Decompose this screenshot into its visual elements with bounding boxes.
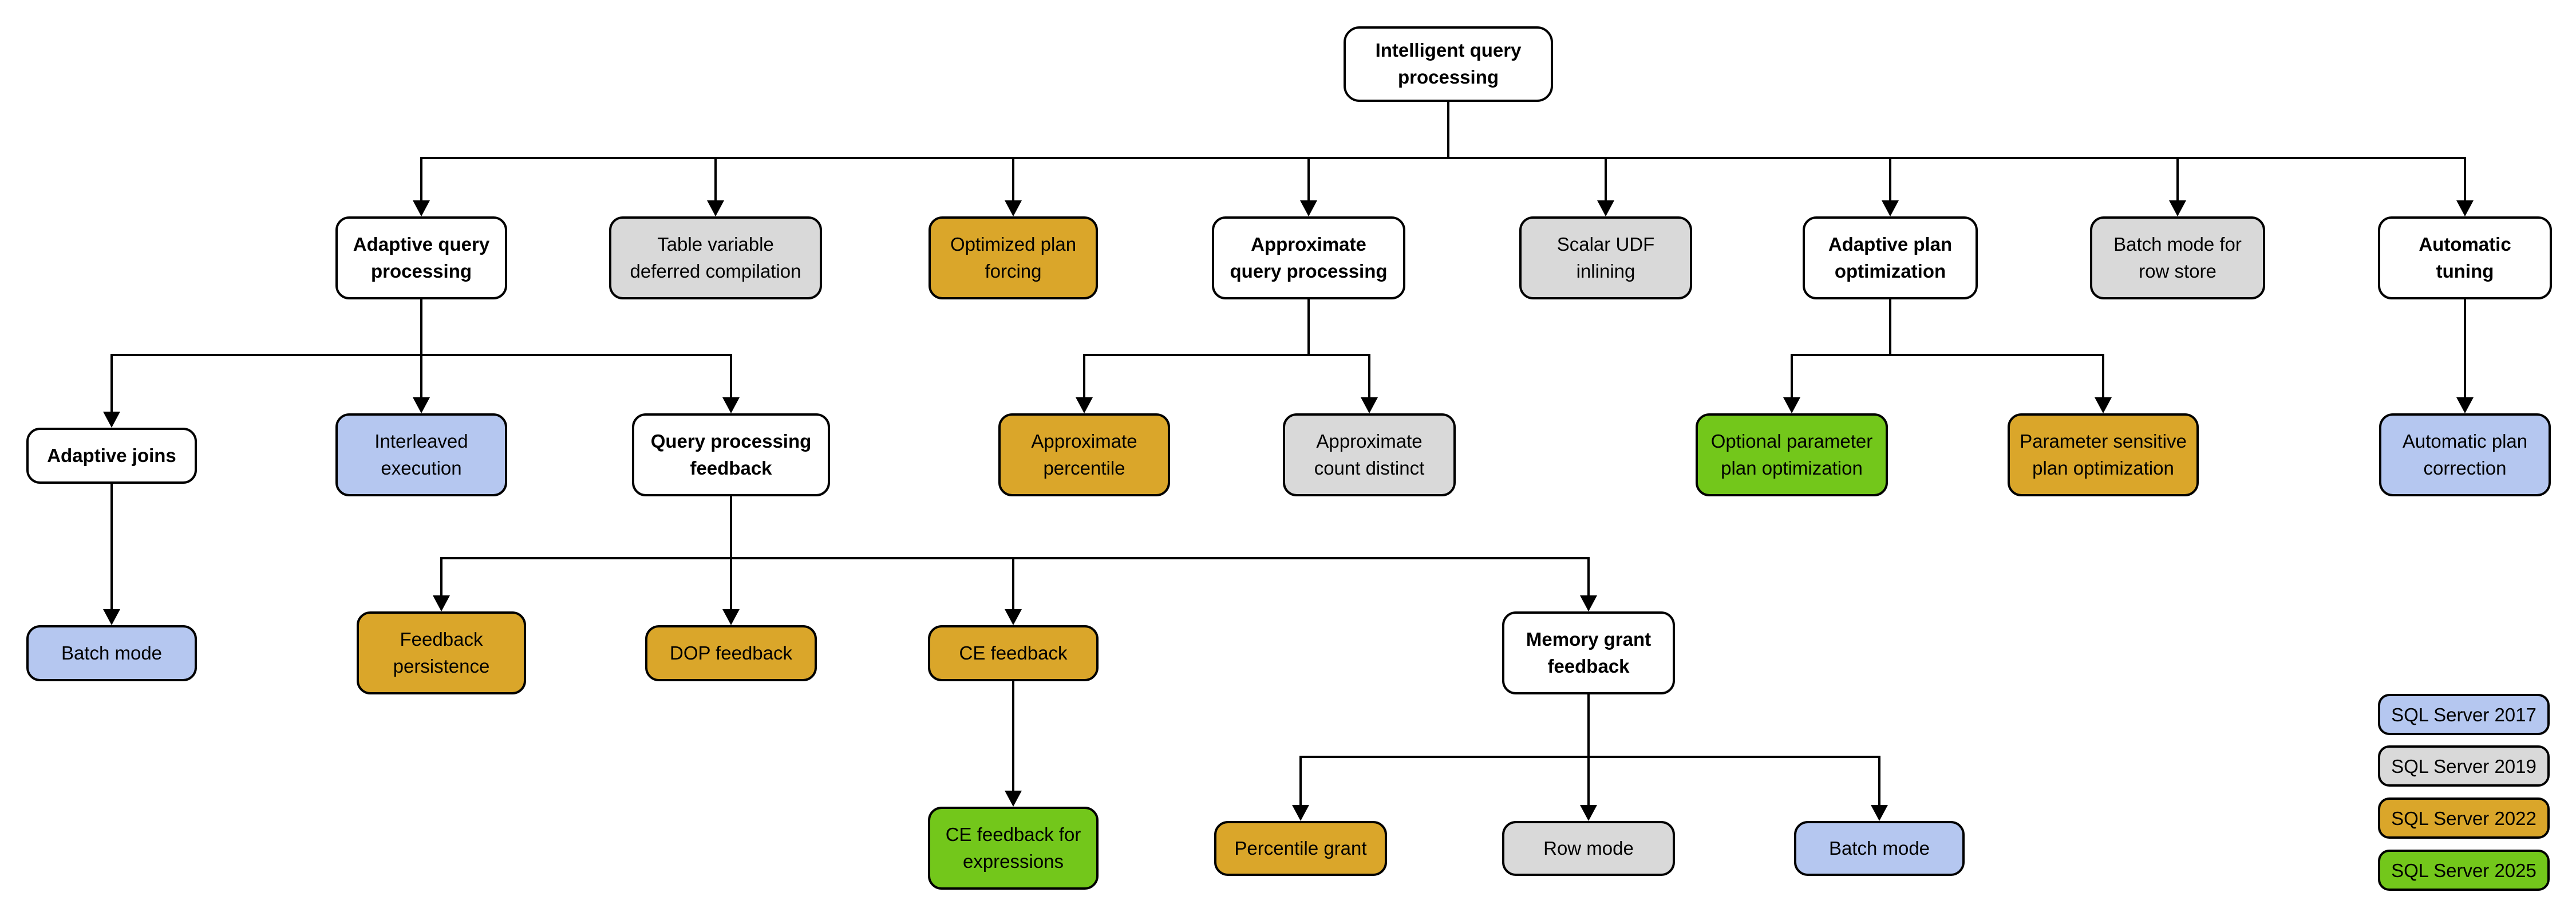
arrowhead-into-memory-grant-feedback [1580, 595, 1597, 611]
node-query-processing-feedback: Query processing feedback [632, 413, 830, 496]
node-ce-feedback-for-expressions: CE feedback for expressions [928, 807, 1099, 890]
node-scalar-udf-inlining: Scalar UDF inlining [1519, 216, 1692, 299]
connector-to-feedback-persistence [440, 558, 442, 600]
connector-to-adaptive-plan-optimization [1889, 158, 1891, 205]
node-memory-grant-batch-mode: Batch mode [1794, 821, 1965, 876]
node-batch-mode-for-row-store: Batch mode for row store [2090, 216, 2265, 299]
connector-bus-query-processing-feedback [440, 557, 1590, 559]
connector-to-approximate-query-processing [1307, 158, 1310, 205]
node-approximate-query-processing: Approximate query processing [1212, 216, 1405, 299]
node-optimized-plan-forcing: Optimized plan forcing [929, 216, 1098, 299]
node-feedback-persistence: Feedback persistence [357, 611, 526, 694]
connector-to-approximate-percentile [1083, 355, 1085, 402]
legend-sql-server-2025: SQL Server 2025 [2378, 850, 2550, 891]
arrowhead-into-approximate-query-processing [1300, 200, 1317, 216]
arrowhead-into-adaptive-joins [103, 412, 120, 428]
connector-to-interleaved-execution [420, 355, 422, 402]
connector-from-adaptive-query-processing [420, 299, 422, 356]
node-table-variable-deferred-compilation: Table variable deferred compilation [609, 216, 822, 299]
node-adaptive-joins-batch-mode: Batch mode [26, 625, 197, 681]
node-intelligent-query-processing: Intelligent query processing [1344, 26, 1553, 102]
node-automatic-tuning: Automatic tuning [2378, 216, 2552, 299]
connector-from-approximate-query-processing [1307, 299, 1310, 356]
node-percentile-grant: Percentile grant [1214, 821, 1387, 876]
node-optional-parameter-plan-optimization: Optional parameter plan optimization [1696, 413, 1888, 496]
connector-to-memory-grant-batch-mode [1878, 757, 1880, 810]
arrowhead-into-optional-parameter-plan-optimization [1783, 397, 1800, 413]
connector-to-ce-feedback-for-expressions [1012, 744, 1014, 795]
connector-bus-adaptive-plan-optimization [1791, 354, 2104, 356]
node-memory-grant-feedback: Memory grant feedback [1502, 611, 1675, 694]
legend-sql-server-2017: SQL Server 2017 [2378, 694, 2550, 735]
arrowhead-into-ce-feedback-for-expressions [1005, 791, 1022, 807]
node-interleaved-execution: Interleaved execution [335, 413, 507, 496]
node-approximate-count-distinct: Approximate count distinct [1283, 413, 1456, 496]
arrowhead-into-parameter-sensitive-plan-optimization [2095, 397, 2112, 413]
connector-to-automatic-plan-correction [2464, 355, 2466, 402]
connector-to-automatic-tuning [2464, 158, 2466, 205]
node-automatic-plan-correction: Automatic plan correction [2379, 413, 2551, 496]
arrowhead-into-batch-mode-for-row-store [2169, 200, 2186, 216]
node-parameter-sensitive-plan-optimization: Parameter sensitive plan optimization [2008, 413, 2199, 496]
connector-to-dop-feedback [730, 558, 732, 614]
connector-bus-approximate-query-processing [1083, 354, 1370, 356]
node-adaptive-joins: Adaptive joins [26, 428, 197, 484]
connector-bus-memory-grant-feedback [1299, 756, 1880, 758]
node-adaptive-query-processing: Adaptive query processing [335, 216, 507, 299]
connector-from-automatic-tuning [2464, 299, 2466, 356]
arrowhead-into-dop-feedback [722, 609, 740, 625]
arrowhead-into-automatic-plan-correction [2456, 397, 2474, 413]
arrowhead-into-scalar-udf-inlining [1597, 200, 1614, 216]
connector-from-adaptive-plan-optimization [1889, 299, 1891, 356]
arrowhead-into-percentile-grant [1292, 805, 1309, 821]
connector-to-query-processing-feedback [730, 355, 732, 402]
connector-to-scalar-udf-inlining [1605, 158, 1607, 205]
connector-to-batch-mode-for-row-store [2176, 158, 2179, 205]
arrowhead-into-approximate-count-distinct [1361, 397, 1378, 413]
connector-to-optional-parameter-plan-optimization [1791, 355, 1793, 402]
connector-to-ce-feedback [1012, 558, 1014, 614]
connector-to-approximate-count-distinct [1368, 355, 1370, 402]
connector-to-parameter-sensitive-plan-optimization [2102, 355, 2104, 402]
connector-to-table-variable-deferred-compilation [714, 158, 717, 205]
legend-sql-server-2022: SQL Server 2022 [2378, 797, 2550, 839]
arrowhead-into-automatic-tuning [2456, 200, 2474, 216]
arrowhead-into-ce-feedback [1005, 609, 1022, 625]
connector-from-memory-grant-feedback [1587, 694, 1590, 758]
arrowhead-into-feedback-persistence [433, 595, 450, 611]
connector-to-optimized-plan-forcing [1012, 158, 1014, 205]
arrowhead-into-adaptive-query-processing [413, 200, 430, 216]
arrowhead-into-row-mode [1580, 805, 1597, 821]
arrowhead-into-adaptive-joins-batch-mode [103, 609, 120, 625]
arrowhead-into-approximate-percentile [1076, 397, 1093, 413]
connector-to-percentile-grant [1299, 757, 1302, 810]
connector-from-query-processing-feedback [730, 496, 732, 559]
arrowhead-into-memory-grant-batch-mode [1871, 805, 1888, 821]
connector-to-adaptive-joins-batch-mode [110, 550, 113, 614]
connector-from-adaptive-joins [110, 484, 113, 551]
node-ce-feedback: CE feedback [928, 625, 1099, 681]
connector-to-adaptive-joins [110, 355, 113, 416]
connector-bus-intelligent-query-processing [420, 157, 2466, 159]
node-approximate-percentile: Approximate percentile [998, 413, 1170, 496]
arrowhead-into-table-variable-deferred-compilation [707, 200, 724, 216]
connector-from-ce-feedback [1012, 681, 1014, 745]
arrowhead-into-optimized-plan-forcing [1005, 200, 1022, 216]
connector-from-intelligent-query-processing [1447, 102, 1449, 159]
node-adaptive-plan-optimization: Adaptive plan optimization [1803, 216, 1978, 299]
node-row-mode: Row mode [1502, 821, 1675, 876]
legend-sql-server-2019: SQL Server 2019 [2378, 745, 2550, 787]
arrowhead-into-query-processing-feedback [722, 397, 740, 413]
connector-to-row-mode [1587, 757, 1590, 810]
node-dop-feedback: DOP feedback [645, 625, 817, 681]
connector-to-memory-grant-feedback [1587, 558, 1590, 600]
connector-to-adaptive-query-processing [420, 158, 422, 205]
arrowhead-into-interleaved-execution [413, 397, 430, 413]
arrowhead-into-adaptive-plan-optimization [1882, 200, 1899, 216]
